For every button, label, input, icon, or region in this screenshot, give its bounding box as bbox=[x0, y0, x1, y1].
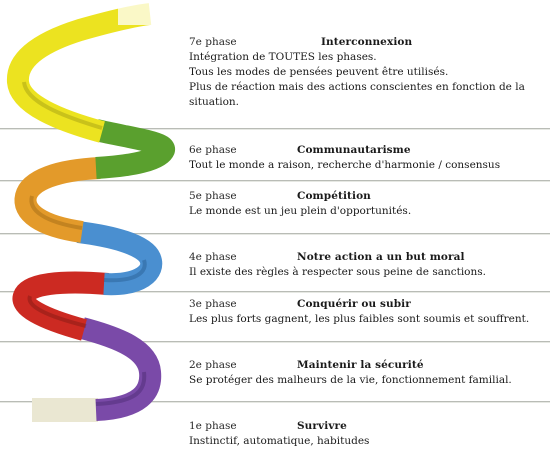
spiral-yellow-segment bbox=[7, 3, 152, 143]
spiral-top-fade bbox=[118, 3, 154, 25]
phase-description: Tout le monde a raison, recherche d'harm… bbox=[189, 159, 501, 171]
phase-title: Maintenir la sécurité bbox=[297, 359, 424, 371]
spiral-purple-segment bbox=[79, 317, 162, 421]
phase-4: 4e phase Notre action a un but moral Il … bbox=[189, 250, 544, 280]
separator-line bbox=[0, 291, 550, 292]
separator-line bbox=[0, 128, 550, 129]
spiral-green-segment bbox=[93, 119, 175, 179]
phase-2: 2e phase Maintenir la sécurité Se protég… bbox=[189, 358, 544, 388]
spiral-blue-segment bbox=[76, 221, 163, 296]
separator-line bbox=[0, 180, 550, 181]
separator-line bbox=[0, 233, 550, 234]
spiral-red-segment bbox=[12, 271, 109, 341]
phase-title: Survivre bbox=[297, 420, 347, 432]
phase-description: Le monde est un jeu plein d'opportunités… bbox=[189, 205, 412, 217]
separator-line bbox=[0, 401, 550, 402]
phase-title: Conquérir ou subir bbox=[297, 298, 411, 310]
phase-number: 3e phase bbox=[189, 298, 237, 310]
phase-number: 2e phase bbox=[189, 359, 237, 371]
phase-description: Les plus forts gagnent, les plus faibles… bbox=[189, 313, 530, 325]
phase-description: Plus de réaction mais des actions consci… bbox=[189, 81, 525, 108]
phase-number: 7e phase bbox=[189, 36, 237, 48]
phase-description: Tous les modes de pensées peuvent être u… bbox=[189, 66, 449, 78]
spiral-orange-segment bbox=[14, 157, 101, 243]
phase-7: 7e phase Interconnexion Intégration de T… bbox=[189, 35, 544, 110]
phase-number: 1e phase bbox=[189, 420, 237, 432]
phase-title: Communautarisme bbox=[297, 144, 411, 156]
phase-description: Se protéger des malheurs de la vie, fonc… bbox=[189, 374, 512, 386]
phase-number: 5e phase bbox=[189, 190, 237, 202]
phase-number: 6e phase bbox=[189, 144, 237, 156]
phase-title: Interconnexion bbox=[321, 36, 413, 48]
phase-description: Il existe des règles à respecter sous pe… bbox=[189, 266, 486, 278]
phase-3: 3e phase Conquérir ou subir Les plus for… bbox=[189, 297, 544, 327]
phase-number: 4e phase bbox=[189, 251, 237, 263]
phase-description: Instinctif, automatique, habitudes bbox=[189, 435, 370, 447]
phase-6: 6e phase Communautarisme Tout le monde a… bbox=[189, 143, 544, 173]
separator-line bbox=[0, 341, 550, 342]
phase-title: Notre action a un but moral bbox=[297, 251, 465, 263]
phase-1: 1e phase Survivre Instinctif, automatiqu… bbox=[189, 419, 544, 449]
phase-title: Compétition bbox=[297, 190, 371, 202]
phase-5: 5e phase Compétition Le monde est un jeu… bbox=[189, 189, 544, 219]
phase-description: Intégration de TOUTES les phases. bbox=[189, 51, 377, 63]
